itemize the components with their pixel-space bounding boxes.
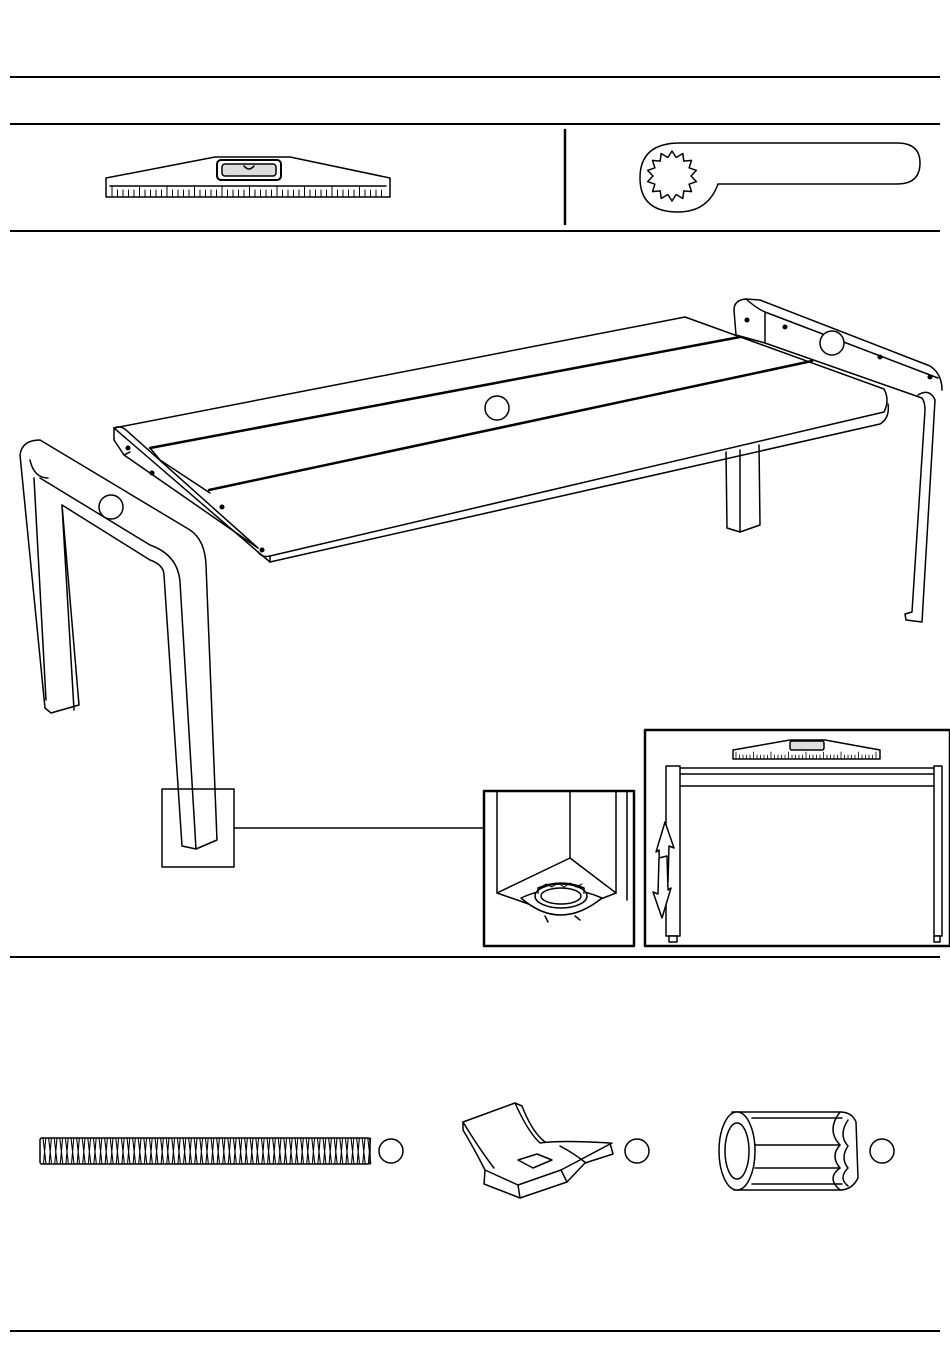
part-callout-circle: [485, 396, 509, 420]
part-callout-circle: [870, 1139, 894, 1163]
part-callout-circle: [625, 1139, 649, 1163]
part-callout-circle: [379, 1139, 403, 1163]
frame-left: [20, 440, 217, 849]
part-callout-circle: [99, 495, 123, 519]
foot-adjuster-detail: [484, 791, 634, 946]
clamp-bracket-icon: [463, 1103, 649, 1198]
level-adjust-icon: [645, 730, 950, 946]
spirit-level-icon: [106, 157, 390, 197]
tabletop: [114, 317, 888, 562]
part-callout-circle: [820, 331, 844, 355]
adjustment-wrench-icon: [640, 143, 920, 212]
coupling-nut-icon: [719, 1112, 894, 1190]
threaded-rod-icon: [40, 1138, 403, 1164]
